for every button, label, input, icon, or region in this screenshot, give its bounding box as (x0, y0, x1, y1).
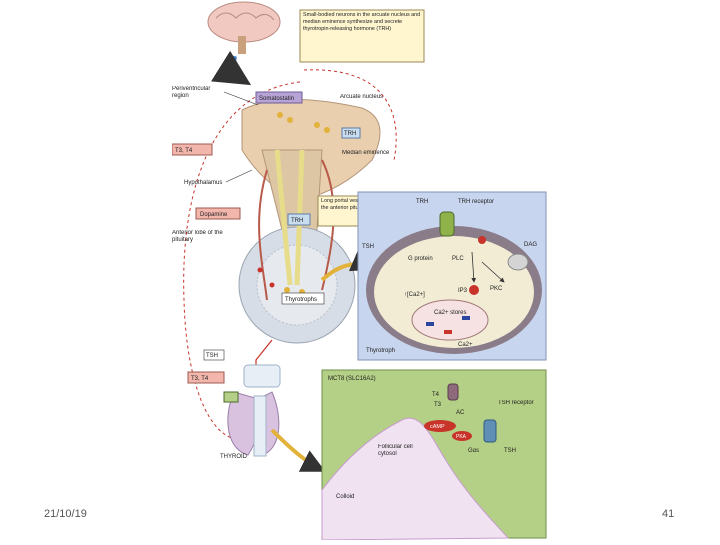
label-cell-g-protein: G protein (408, 256, 433, 262)
zoom-arrow-thyroid (270, 428, 326, 472)
label-median-eminence: Median eminence (342, 150, 390, 156)
label-follicular: Follicular cell cytosol (378, 444, 413, 458)
label-hypothalamus: Hypothalamus (184, 180, 222, 186)
label-ac: AC (456, 410, 465, 416)
dopamine-box (195, 207, 241, 220)
pka-blob (452, 431, 472, 441)
label-thyrotrophs: Thyrotrophs (285, 297, 317, 303)
trh-receptor-shape (439, 211, 455, 237)
feedback-loop-left (183, 81, 301, 441)
label-cell-ip3: IP3 (458, 288, 468, 294)
label-camp: cAMP (430, 424, 445, 430)
label-t4: T4 (432, 392, 440, 398)
label-thyroid: THYROID (220, 454, 248, 460)
label-cell-pkc: PKC (490, 286, 503, 292)
slide-page-number: 41 (662, 508, 675, 520)
label-pka: PKA (456, 434, 467, 440)
slide-date: 21/10/19 (44, 508, 87, 520)
somatostatin-box (255, 91, 303, 104)
callout-arcuate-text: Small-bodied neurons in the arcuate nucl… (303, 12, 421, 32)
t3t4-box-left (171, 143, 213, 156)
thyrotrophs-box (281, 292, 325, 305)
tsh-receptor-shape (483, 419, 497, 443)
label-cell-dag: DAG (524, 242, 537, 248)
label-arcuate: Arcuate nucleus (340, 94, 384, 100)
dag-vesicle (507, 253, 529, 271)
callout-arcuate-box (299, 9, 425, 63)
ca-stores-organelle (411, 299, 489, 341)
label-tsh-receptor: TSH receptor (498, 400, 534, 406)
label-dopamine: Dopamine (200, 212, 228, 218)
label-somatostatin: Somatostatin (259, 96, 294, 102)
label-cell-ca-out: Ca2+ (458, 342, 473, 348)
label-cell-trh-receptor: TRH receptor (458, 199, 494, 205)
label-colloid: Colloid (336, 494, 354, 500)
label-cell-ca-stores: Ca2+ stores (434, 310, 467, 316)
label-cell-trh: TRH (416, 199, 428, 205)
trh-box-top (341, 127, 361, 139)
zoom-arrow-brain (211, 50, 252, 86)
label-trh-mid: TRH (291, 218, 303, 224)
label-mct8: MCT8 (SLC16A2) (328, 376, 376, 382)
label-tsh-left: TSH (206, 353, 218, 359)
feedback-loop-right (303, 69, 397, 161)
tsh-box-left (203, 349, 225, 361)
thyroid-illustration (223, 364, 281, 457)
label-thyroid-tsh: TSH (504, 448, 516, 454)
trh-box-mid (287, 213, 311, 226)
label-cell-ca-in: ↑[Ca2+] (404, 292, 425, 298)
label-t3: T3 (434, 402, 442, 408)
label-anterior-lobe: Anterior lobe of the pituitary (172, 230, 223, 244)
label-cell-thyrotroph: Thyrotroph (366, 348, 395, 354)
thyroid-axis-figure: Small-bodied neurons in the arcuate nucl… (171, 0, 550, 541)
label-gas: Gαs (468, 448, 479, 454)
hypothalamus-pituitary-illustration (238, 99, 381, 344)
label-cell-tsh: TSH (362, 244, 374, 250)
brain-illustration (207, 1, 281, 54)
camp-blob (424, 420, 456, 432)
t3t4-box-bottom (187, 371, 225, 384)
mct8-transporter (447, 383, 459, 401)
label-periventricular: Periventricular region (172, 86, 211, 100)
figure-canvas: Small-bodied neurons in the arcuate nucl… (171, 1, 547, 541)
label-t3t4-bottom: T3, T4 (191, 376, 209, 382)
label-cell-plc: PLC (452, 256, 464, 262)
label-t3t4-left: T3, T4 (175, 148, 193, 154)
label-trh-top: TRH (344, 131, 356, 137)
